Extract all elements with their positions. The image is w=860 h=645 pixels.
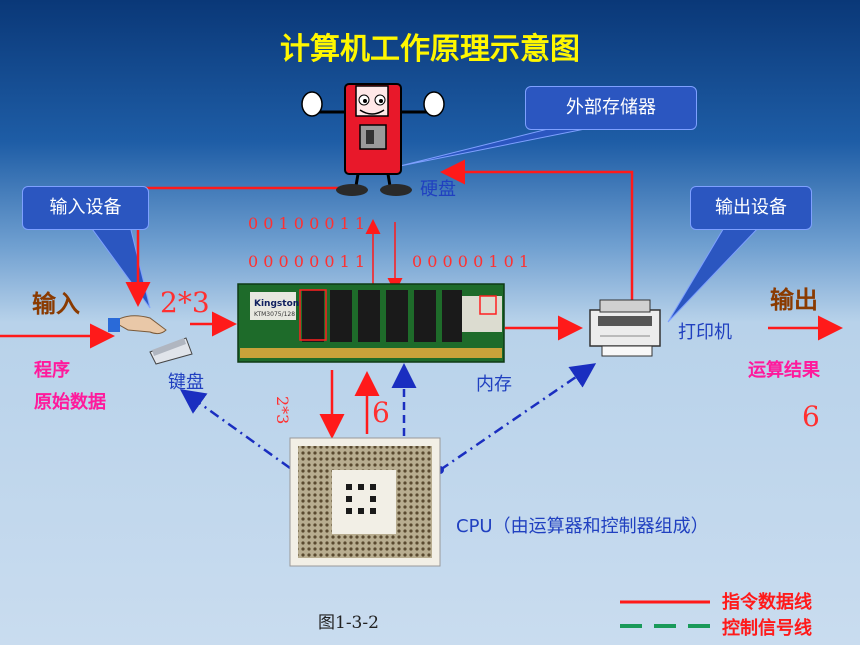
expression-bus: 2*3 — [273, 396, 292, 425]
line-printer-to-disk — [440, 159, 634, 300]
expression-input: 2*3 — [160, 286, 210, 319]
keyboard-icon — [108, 315, 193, 365]
label-raw-data: 原始数据 — [34, 392, 106, 413]
printer-icon — [589, 299, 661, 357]
label-keyboard: 键盘 — [168, 372, 204, 393]
legend-data-line-label: 指令数据线 — [722, 592, 812, 613]
callout-pointer-input — [89, 225, 151, 309]
callout-input-device: 输入设备 — [22, 186, 149, 230]
result-bus: 6 — [372, 396, 390, 429]
callout-output-device: 输出设备 — [690, 186, 812, 230]
label-input: 输入 — [32, 290, 80, 318]
svg-text:Kingston: Kingston — [254, 299, 299, 309]
label-program: 程序 — [34, 360, 70, 381]
memory-module-icon: Kingston KTM3075/128 — [237, 283, 505, 363]
binary-value-2: 0 0 0 0 0 0 1 1 — [248, 252, 366, 271]
binary-value-1: 0 0 1 0 0 0 1 1 — [248, 214, 366, 233]
callout-external-storage: 外部存储器 — [525, 86, 697, 130]
label-output: 输出 — [770, 286, 818, 314]
hard-disk-icon — [301, 83, 445, 196]
control-cpu-to-printer — [439, 363, 597, 472]
binary-value-3: 0 0 0 0 0 1 0 1 — [412, 252, 530, 271]
legend-control-line-label: 控制信号线 — [722, 618, 812, 639]
callout-pointer-output — [667, 225, 762, 323]
result-output: 6 — [802, 400, 820, 433]
cpu-chip-icon — [289, 437, 441, 567]
diagram-title: 计算机工作原理示意图 — [280, 32, 580, 67]
label-result: 运算结果 — [748, 360, 820, 381]
label-hard-disk: 硬盘 — [420, 179, 456, 200]
svg-text:KTM3075/128: KTM3075/128 — [254, 311, 295, 318]
label-memory: 内存 — [476, 374, 512, 395]
callout-pointer-external — [399, 125, 601, 167]
figure-caption: 图1-3-2 — [318, 613, 379, 633]
label-cpu: CPU（由运算器和控制器组成） — [456, 516, 709, 537]
label-printer: 打印机 — [678, 322, 732, 343]
